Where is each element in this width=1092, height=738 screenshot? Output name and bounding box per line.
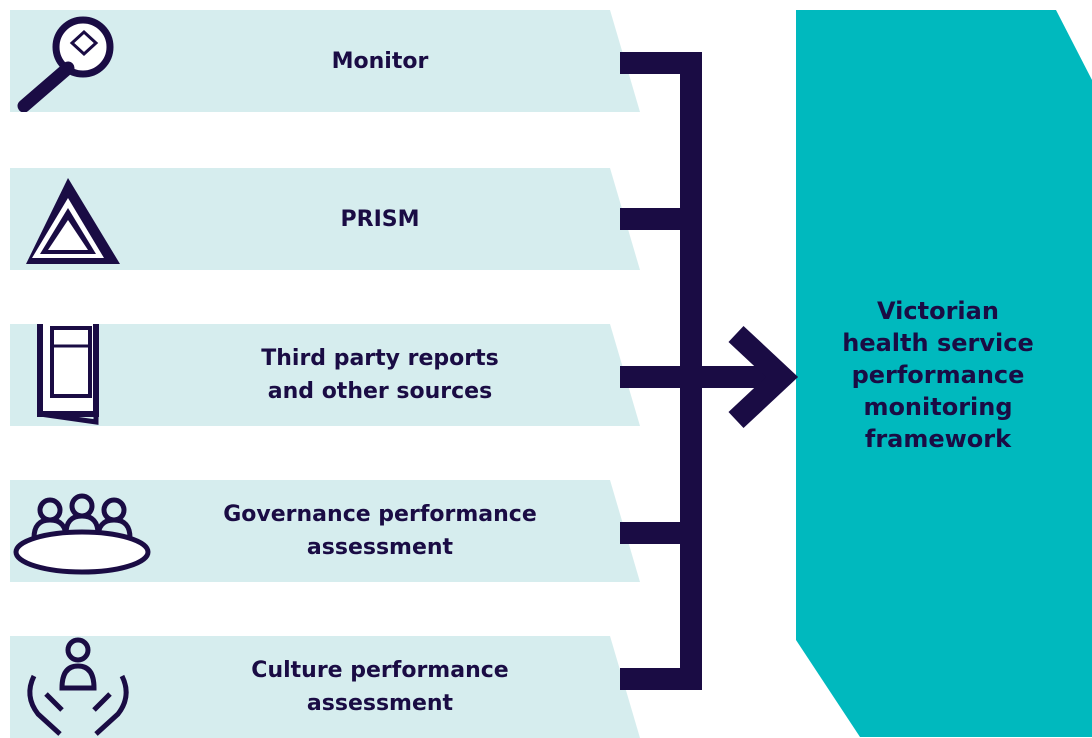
- source-monitor: Monitor: [10, 10, 640, 112]
- source-label: Governance performance assessment: [223, 502, 537, 560]
- source-third-party: Third party reports and other sources: [10, 324, 640, 426]
- magnifier-icon: [17, 16, 114, 112]
- triangle-icon: [26, 178, 120, 264]
- source-label: PRISM: [340, 206, 420, 232]
- source-label: Third party reports and other sources: [261, 346, 499, 404]
- document-icon: [37, 324, 99, 425]
- hands-person-icon: [27, 637, 129, 736]
- source-prism: PRISM: [10, 168, 640, 270]
- source-culture: Culture performance assessment: [10, 636, 640, 738]
- framework-title: Victorian health service performance mon…: [842, 297, 1034, 453]
- source-label: Monitor: [331, 48, 429, 74]
- meeting-table-icon: [13, 493, 151, 575]
- source-label: Culture performance assessment: [251, 658, 509, 716]
- source-governance: Governance performance assessment: [10, 480, 640, 582]
